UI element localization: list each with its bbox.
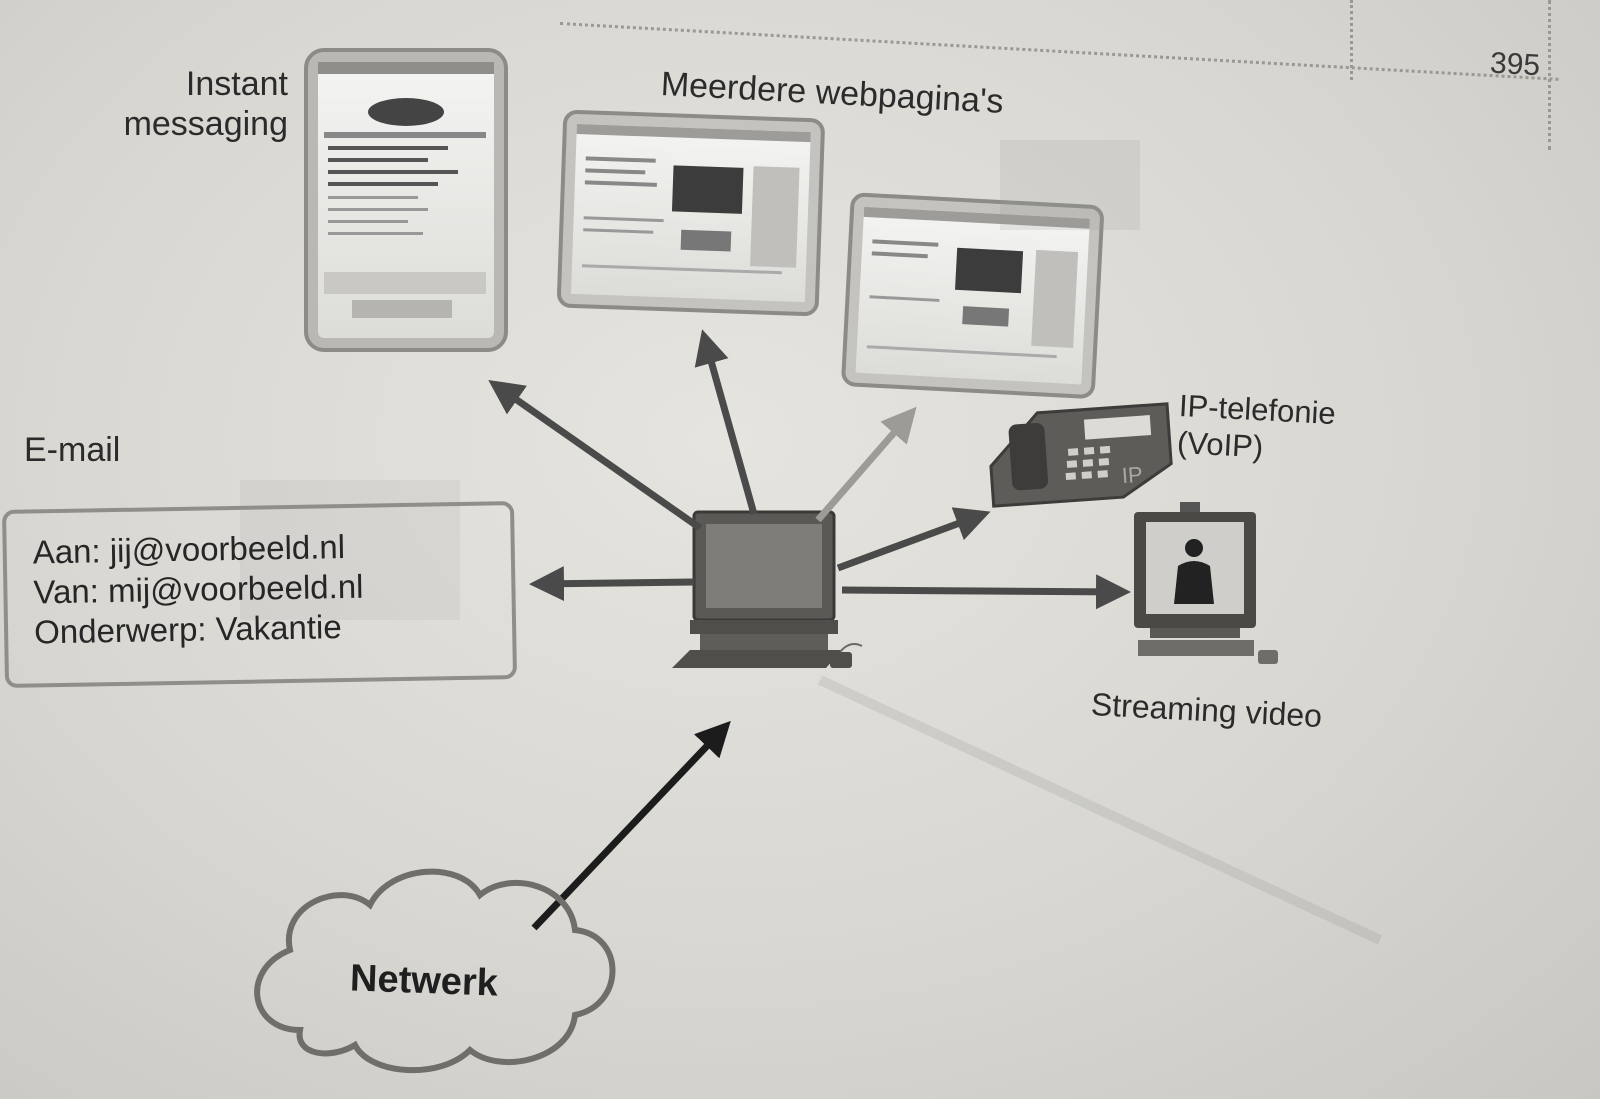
browser-window-icon [841, 192, 1104, 399]
email-subject: Onderwerp: Vakantie [33, 608, 342, 651]
arrow-to-web1 [694, 329, 758, 515]
browser-window-icon [556, 110, 825, 317]
arrow-to-web2 [815, 406, 917, 523]
computer-icon [672, 510, 863, 668]
phone-badge: IP [1121, 462, 1143, 488]
email-box: Aan: jij@voorbeeld.nl Van: mij@voorbeeld… [2, 501, 518, 688]
arrow-to-im [488, 379, 703, 531]
arrow-to-voip [836, 507, 991, 572]
page-border-right [1548, 0, 1551, 150]
email-to: Aan: jij@voorbeeld.nl [32, 528, 346, 571]
arrow-network-to-pc [531, 720, 731, 931]
video-monitor-icon [1134, 502, 1278, 664]
label-instant-messaging: Instant messaging [123, 65, 288, 144]
desk-phone-icon: IP [989, 402, 1173, 508]
phone-screen-icon [304, 48, 508, 352]
label-email: E-mail [24, 431, 121, 469]
label-network: Netwerk [349, 957, 499, 1005]
bleed-through [240, 140, 1383, 945]
page-border-divider [1350, 0, 1353, 80]
cloud-icon [254, 868, 616, 1074]
arrow-to-video [841, 574, 1131, 610]
email-from: Van: mij@voorbeeld.nl [33, 567, 364, 611]
label-voip: IP-telefonie (VoIP) [1176, 388, 1337, 464]
arrow-to-email [529, 566, 695, 602]
